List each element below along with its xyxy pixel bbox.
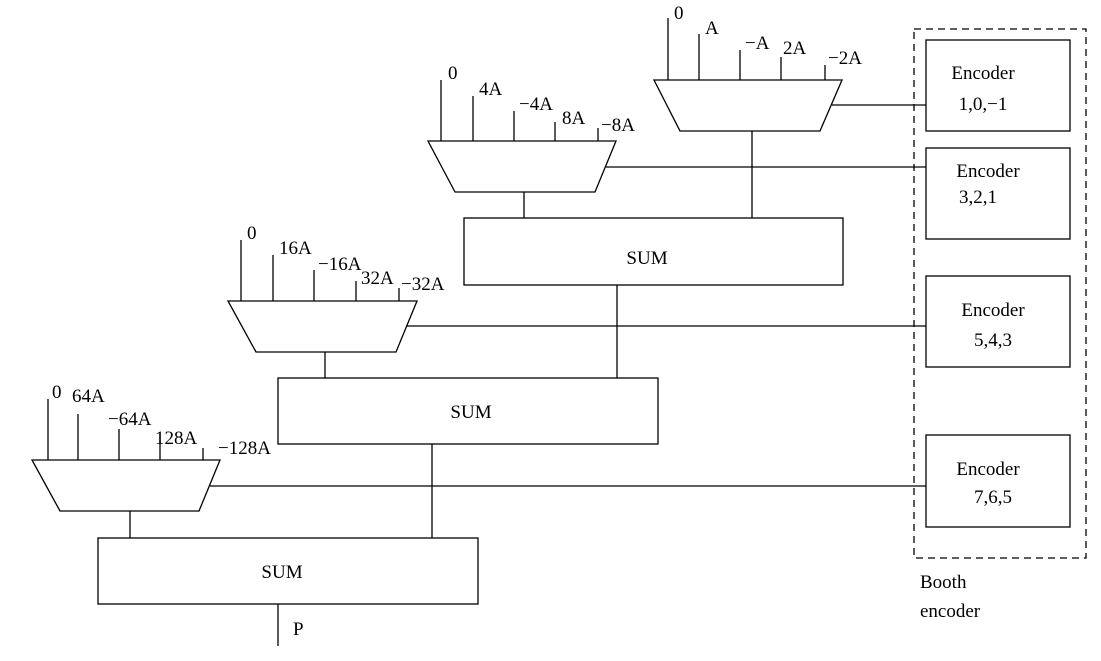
mux-4: [30, 459, 221, 512]
encoder-box-3: [925, 275, 1071, 368]
mux-4-input-3: 128A: [155, 428, 198, 449]
mux-1-input-3: 2A: [783, 38, 807, 59]
sum-3-label: SUM: [261, 562, 302, 583]
mux-3-input-3: 32A: [361, 268, 394, 289]
mux-1-input-4: −2A: [828, 48, 862, 69]
encoder-box-1: [925, 39, 1071, 132]
encoder-2-title: Encoder: [956, 161, 1020, 182]
encoder-box-4: [925, 434, 1071, 528]
encoder-1-bits: 1,0,−1: [959, 94, 1008, 115]
sum-block-1: [463, 217, 844, 286]
mux-1: [652, 79, 843, 132]
sum-block-3: [97, 537, 479, 605]
mux-1-input-2: −A: [745, 33, 770, 54]
mux-2-input-2: −4A: [519, 94, 553, 115]
encoder-box-2: [925, 147, 1071, 240]
mux-4-input-4: −128A: [218, 438, 271, 459]
mux-3: [226, 300, 418, 353]
mux-2-input-0: 0: [448, 63, 458, 84]
output-label: P: [293, 619, 304, 640]
booth-label-line1: Booth: [920, 572, 967, 593]
mux-2-input-4: −8A: [601, 115, 635, 136]
mux-2-input-1: 4A: [479, 79, 503, 100]
encoder-2-bits: 3,2,1: [959, 187, 997, 208]
mux-3-input-2: −16A: [318, 254, 362, 275]
encoder-4-title: Encoder: [956, 459, 1020, 480]
mux-3-input-1: 16A: [279, 238, 312, 259]
mux-3-input-4: −32A: [401, 274, 445, 295]
mux-4-input-0: 0: [52, 382, 62, 403]
encoder-1-title: Encoder: [951, 63, 1015, 84]
mux-4-input-2: −64A: [108, 409, 152, 430]
encoder-3-bits: 5,4,3: [974, 330, 1012, 351]
sum-block-2: [277, 377, 659, 445]
booth-label-line2: encoder: [920, 601, 981, 622]
mux-1-input-0: 0: [674, 3, 684, 24]
sum-1-label: SUM: [626, 248, 667, 269]
encoder-4-bits: 7,6,5: [974, 487, 1012, 508]
booth-encoder-group: [913, 28, 1087, 559]
encoder-3-title: Encoder: [961, 300, 1025, 321]
mux-2: [426, 140, 617, 193]
mux-2-input-3: 8A: [562, 108, 586, 129]
sum-2-label: SUM: [450, 402, 491, 423]
mux-4-input-1: 64A: [72, 386, 105, 407]
mux-1-input-1: A: [705, 18, 719, 39]
mux-3-input-0: 0: [247, 223, 257, 244]
